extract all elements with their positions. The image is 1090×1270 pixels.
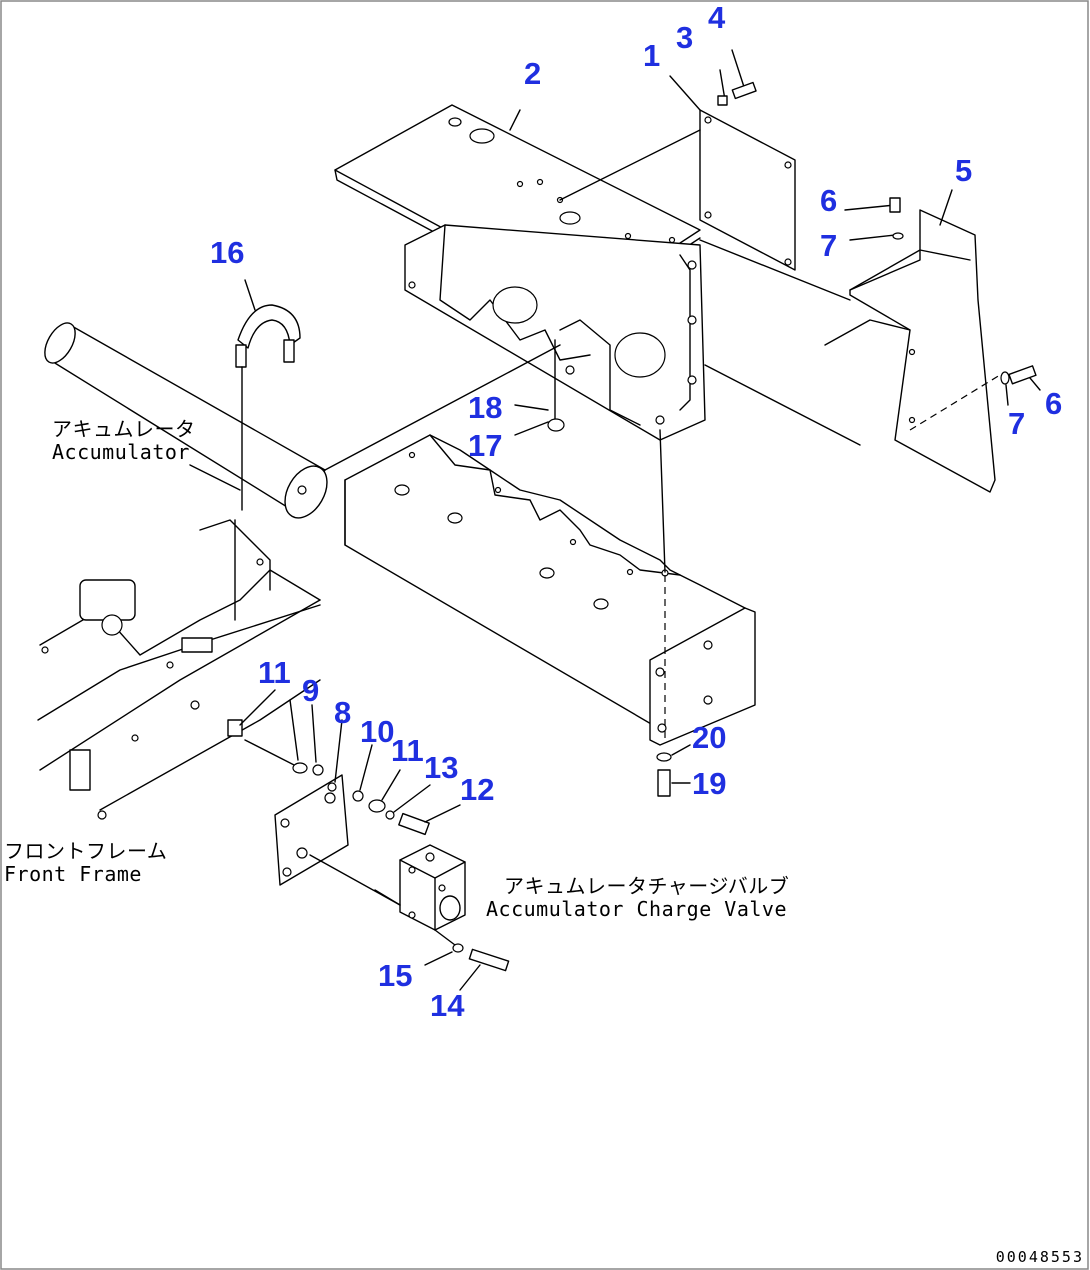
callout-5: 5 xyxy=(955,153,973,188)
lower-frame-beam xyxy=(344,339,756,746)
caption-charge-valve-jp: アキュムレータチャージバルブ xyxy=(504,874,790,898)
caption-charge-valve: アキュムレータチャージバルブ Accumulator Charge Valve xyxy=(486,875,789,921)
callout-20: 20 xyxy=(692,720,727,755)
callout-10: 10 xyxy=(360,714,395,749)
mounting-plate xyxy=(274,762,430,886)
callout-4: 3 xyxy=(676,20,694,55)
small-cover-plate xyxy=(559,49,796,271)
callout-15: 15 xyxy=(378,958,413,993)
callout-8: 8 xyxy=(334,695,352,730)
caption-accumulator-jp: アキュムレータ xyxy=(52,417,196,441)
box-bracket xyxy=(404,224,706,441)
callout-14: 14 xyxy=(430,988,465,1023)
caption-accumulator-en: Accumulator xyxy=(52,440,190,464)
leader-lines xyxy=(189,109,1041,991)
u-clamp xyxy=(235,304,301,511)
callout-19: 19 xyxy=(692,766,727,801)
callout-2: 2 xyxy=(524,56,542,91)
callout-7-top: 7 xyxy=(820,228,838,263)
callout-9: 9 xyxy=(302,673,320,708)
callout-1: 1 xyxy=(643,38,661,73)
caption-front-frame-jp: フロントフレーム xyxy=(4,839,168,863)
drawing-number: 00048553 xyxy=(995,1248,1084,1266)
callout-11-left: 11 xyxy=(258,655,291,690)
callout-17: 17 xyxy=(468,428,503,463)
callout-7-side: 7 xyxy=(1008,406,1026,441)
lower-bolts xyxy=(656,752,672,797)
callout-13: 13 xyxy=(424,750,459,785)
callout-6-side: 6 xyxy=(1045,386,1063,421)
front-frame xyxy=(37,519,321,820)
callout-6-top: 6 xyxy=(820,183,838,218)
callout-3: 4 xyxy=(708,0,726,35)
callout-12: 12 xyxy=(460,772,495,807)
caption-front-frame: フロントフレーム Front Frame xyxy=(4,840,167,886)
caption-accumulator: アキュムレータ Accumulator xyxy=(52,418,196,464)
side-bracket xyxy=(699,197,1037,493)
charge-valve-block xyxy=(309,844,510,972)
caption-front-frame-en: Front Frame xyxy=(4,862,142,886)
callout-18: 18 xyxy=(468,390,503,425)
caption-charge-valve-en: Accumulator Charge Valve xyxy=(486,897,787,921)
callout-16: 16 xyxy=(210,235,245,270)
accumulator-cylinder xyxy=(44,322,561,519)
callout-11-right: 11 xyxy=(391,733,424,768)
